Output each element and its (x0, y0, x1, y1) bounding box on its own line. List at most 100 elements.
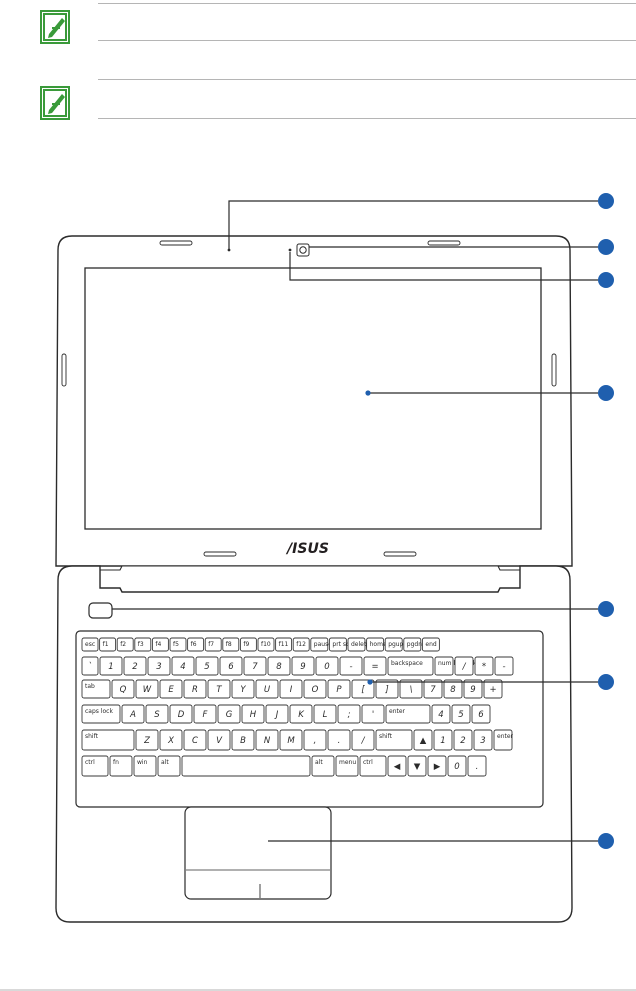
keyboard-key (81, 637, 99, 652)
keyboard-key (337, 704, 361, 724)
keyboard-key (157, 755, 181, 777)
keyboard-key-label: f6 (191, 641, 197, 648)
keyboard-key-label: alt (315, 759, 323, 766)
lid-bumper (427, 240, 461, 246)
keyboard-key-label: 3 (156, 662, 161, 672)
keyboard-key-label: K (298, 710, 305, 720)
keyboard-key-label: C (192, 736, 198, 746)
keyboard-key (407, 755, 427, 777)
keyboard-key-label: , (314, 736, 317, 746)
keyboard-key-label: 6 (478, 710, 484, 720)
keyboard-key (181, 755, 311, 777)
keyboard-key-label: . (338, 736, 341, 746)
keyboard-key-label: esc (85, 641, 95, 648)
keyboard-key-label: 1 (440, 736, 445, 746)
keyboard-key (81, 656, 99, 676)
asus-logo: /ISUS (285, 541, 329, 557)
keyboard-key (474, 656, 494, 676)
keyboard-key (375, 679, 399, 699)
keyboard-key-label: = (371, 662, 378, 672)
keyboard-key (183, 729, 207, 751)
keyboard-key (123, 656, 147, 676)
keyboard-key (255, 679, 279, 699)
keyboard-key (434, 656, 454, 676)
keyboard-key (81, 729, 135, 751)
keyboard-key (387, 755, 407, 777)
keyboard-key (471, 704, 491, 724)
keyboard-key (169, 637, 187, 652)
keyboard-key (159, 679, 183, 699)
keyboard-key (493, 729, 513, 751)
keyboard-key-label: ] (384, 685, 388, 695)
keyboard-key-label: U (264, 685, 271, 695)
keyboard-key (265, 704, 289, 724)
callout-bullet-2 (598, 239, 614, 255)
keyboard-key-label: H (250, 710, 257, 720)
keyboard-key-label: 5 (204, 662, 209, 672)
keyboard-key-label: I (290, 685, 293, 695)
keyboard-key-label: f11 (279, 641, 289, 648)
keyboard-key-label: ◀ (394, 762, 401, 772)
keyboard-key (311, 755, 335, 777)
keyboard-key (111, 679, 135, 699)
keyboard-key-label: win (137, 759, 148, 766)
callout-dot (367, 679, 373, 685)
keyboard-key-label: f3 (138, 641, 144, 648)
keyboard-key (375, 729, 413, 751)
keyboard-key-label: backspace (391, 660, 423, 667)
callout-bullet-5 (598, 601, 614, 617)
keyboard-key (204, 637, 222, 652)
keyboard-key-label: 1 (108, 662, 113, 672)
keyboard-key-label: R (192, 685, 198, 695)
keyboard-key-label: 9 (470, 685, 475, 695)
display-panel (84, 267, 542, 530)
keyboard-key-label: X (167, 736, 174, 746)
keyboard-key (292, 637, 310, 652)
keyboard-key (433, 729, 453, 751)
keyboard-key (443, 679, 463, 699)
hinge (99, 565, 521, 593)
keyboard-key (303, 729, 327, 751)
keyboard-key (328, 637, 347, 652)
callout-line (289, 252, 598, 281)
keyboard-key (241, 704, 265, 724)
keyboard-key (366, 637, 385, 652)
keyboard-key-label: f7 (208, 641, 214, 648)
callout-bullet-3 (598, 272, 614, 288)
keyboard-key (463, 679, 483, 699)
keyboard-key (147, 656, 171, 676)
keyboard-key (310, 637, 329, 652)
note-rule-top (98, 3, 636, 4)
footer-rule (0, 989, 636, 991)
keyboard-key-label: B (240, 736, 246, 746)
power-button (88, 602, 113, 619)
keyboard-key-label: ` (88, 661, 92, 672)
keyboard-key (431, 704, 451, 724)
keyboard-key (151, 637, 169, 652)
keyboard-key-label: tab (85, 683, 95, 690)
keyboard-key-label: Z (143, 736, 150, 746)
keyboard-key (207, 679, 231, 699)
keyboard-key-label: * (482, 662, 486, 672)
keyboard-key-label: / (462, 662, 467, 672)
keyboard-key (217, 704, 241, 724)
keyboard-key (99, 637, 117, 652)
keyboard-key-label: V (216, 736, 223, 746)
keyboard-key-label: 4 (438, 710, 443, 720)
keyboard-key-label: 7 (430, 685, 436, 695)
keyboard-key (279, 679, 303, 699)
keyboard-key-label: [ (361, 685, 365, 695)
keyboard-key (133, 755, 157, 777)
keyboard-key (451, 704, 471, 724)
keyboard-key-label: ctrl (363, 759, 373, 766)
keyboard-key-label: W (143, 685, 152, 695)
keyboard-key-label: ; (348, 710, 351, 720)
keyboard-key-label: / (361, 736, 366, 746)
keyboard-key-label: E (168, 685, 174, 695)
camera (296, 243, 310, 257)
keyboard-key-label: O (312, 685, 319, 695)
keyboard-key-label: enter (389, 708, 406, 715)
note-rule-top (98, 79, 636, 80)
keyboard-key (399, 679, 423, 699)
keyboard-key (275, 637, 293, 652)
